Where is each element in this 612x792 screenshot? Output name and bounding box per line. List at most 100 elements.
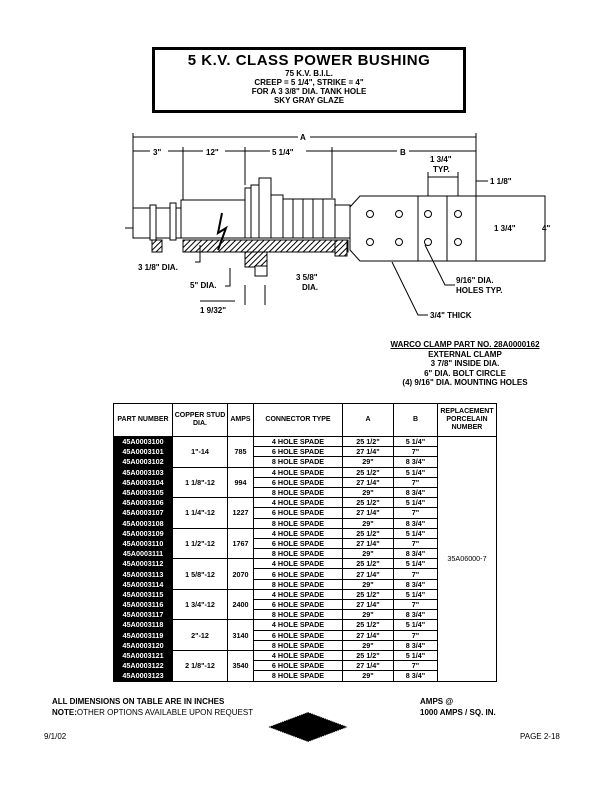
hole (454, 210, 462, 218)
part-number: 45A0003116 (113, 598, 173, 611)
part-number: 45A0003115 (113, 588, 173, 601)
dim-1-9-32: 1 9/32" (200, 306, 226, 315)
amps-density-note: 1000 AMPS / SQ. IN. (420, 708, 496, 717)
clamp-line: 3 7/8" INSIDE DIA. (430, 359, 500, 368)
col-amps: AMPS (227, 403, 254, 437)
hole (454, 238, 462, 246)
dim-b-value: 7" (393, 660, 438, 672)
dim-b-value: 8 3/4" (393, 609, 438, 621)
dim-12: 12" (206, 148, 219, 157)
part-number: 45A0003117 (113, 609, 173, 621)
dim-4: 4" (542, 224, 550, 233)
thickness-label: 3/4" THICK (430, 311, 472, 320)
copper-stud-dia: 1 1/8"-12 (172, 466, 228, 499)
hole (424, 210, 432, 218)
dim-b-value: 7" (393, 446, 438, 458)
copper-stud-dia: 1"-14 (172, 436, 228, 468)
dim-b-value: 8 3/4" (393, 486, 438, 499)
part-number: 45A0003120 (113, 639, 173, 651)
copper-stud-dia: 2"-12 (172, 619, 228, 651)
dim-a-value: 27 1/4" (342, 476, 394, 488)
dim-a-value: 29" (342, 517, 394, 529)
hole (366, 238, 374, 246)
part-number: 45A0003101 (113, 446, 173, 458)
dim-b-value: 8 3/4" (393, 517, 438, 529)
dim-a-value: 25 1/2" (342, 558, 394, 570)
part-number: 45A0003106 (113, 497, 173, 509)
amps-value: 1767 (227, 527, 254, 560)
page-title: 5 K.V. CLASS POWER BUSHING (187, 52, 431, 69)
dim-a-value: 29" (342, 578, 394, 590)
connector-type: 8 HOLE SPADE (253, 578, 343, 590)
dim-a-value: 27 1/4" (342, 629, 394, 641)
part-number: 45A0003118 (113, 619, 173, 631)
holes-label: HOLES TYP. (456, 286, 503, 295)
dim-a-value: 25 1/2" (342, 466, 394, 478)
dia-label: DIA. (302, 283, 318, 292)
copper-stud-dia: 1 1/4"-12 (172, 497, 228, 529)
connector-type: 4 HOLE SPADE (253, 527, 343, 539)
dia-5: 5" DIA. (190, 281, 216, 290)
connector-type: 8 HOLE SPADE (253, 639, 343, 651)
part-number: 45A0003107 (113, 507, 173, 519)
dim-b-value: 5 1/4" (393, 435, 438, 448)
col-replacement: REPLACEMENT PORCELAIN NUMBER (437, 403, 497, 437)
dim-b-value: 8 3/4" (393, 456, 438, 468)
dim-b-value: 5 1/4" (393, 558, 438, 570)
connector-type: 6 HOLE SPADE (253, 598, 343, 611)
hole (424, 238, 432, 246)
amps-value: 1227 (227, 497, 254, 529)
dim-b: B (400, 148, 406, 157)
part-number: 45A0003104 (113, 476, 173, 488)
date: 9/1/02 (44, 732, 67, 741)
amps-value: 2400 (227, 588, 254, 621)
col-a: A (342, 403, 394, 437)
dim-a-value: 27 1/4" (342, 568, 394, 580)
connector-type: 4 HOLE SPADE (253, 466, 343, 478)
clamp-info: WARCO CLAMP PART NO. 28A0000162 EXTERNAL… (380, 340, 550, 388)
part-number: 45A0003108 (113, 517, 173, 529)
dia-3-5-8: 3 5/8" (296, 273, 318, 282)
part-number: 45A0003109 (113, 527, 173, 539)
dim-b-value: 8 3/4" (393, 548, 438, 560)
part-number: 45A0003114 (113, 578, 173, 590)
amps-value: 3540 (227, 649, 254, 682)
col-part-number: PART NUMBER (113, 403, 173, 437)
connector-type: 6 HOLE SPADE (253, 446, 343, 458)
dim-b-value: 7" (393, 537, 438, 550)
dim-1-3-4-typ: 1 3/4" (430, 155, 452, 164)
dim-a-value: 25 1/2" (342, 588, 394, 601)
col-copper-stud: COPPER STUD DIA. (172, 403, 228, 437)
dim-b-value: 7" (393, 507, 438, 519)
amps-value: 994 (227, 466, 254, 499)
copper-stud-dia: 1 5/8"-12 (172, 558, 228, 590)
dim-1-3-4: 1 3/4" (494, 224, 516, 233)
copper-stud-dia: 1 3/4"-12 (172, 588, 228, 621)
connector-type: 4 HOLE SPADE (253, 619, 343, 631)
connector-type: 4 HOLE SPADE (253, 435, 343, 448)
dim-b-value: 7" (393, 476, 438, 488)
dim-a-value: 27 1/4" (342, 446, 394, 458)
dim-a-value: 29" (342, 548, 394, 560)
dim-3: 3" (153, 148, 161, 157)
part-number: 45A0003112 (113, 558, 173, 570)
note-label: NOTE: (52, 708, 77, 717)
dim-a-value: 29" (342, 670, 394, 682)
company-logo-diamond (268, 712, 348, 742)
amps-value: 3140 (227, 619, 254, 651)
dim-1-1-8: 1 1/8" (490, 177, 512, 186)
connector-type: 4 HOLE SPADE (253, 588, 343, 601)
dim-b-value: 8 3/4" (393, 670, 438, 682)
dim-a-value: 27 1/4" (342, 537, 394, 550)
parts-table: PART NUMBER COPPER STUD DIA. AMPS CONNEC… (113, 403, 497, 682)
dim-b-value: 5 1/4" (393, 619, 438, 631)
connector-type: 6 HOLE SPADE (253, 476, 343, 488)
part-number: 45A0003105 (113, 486, 173, 499)
